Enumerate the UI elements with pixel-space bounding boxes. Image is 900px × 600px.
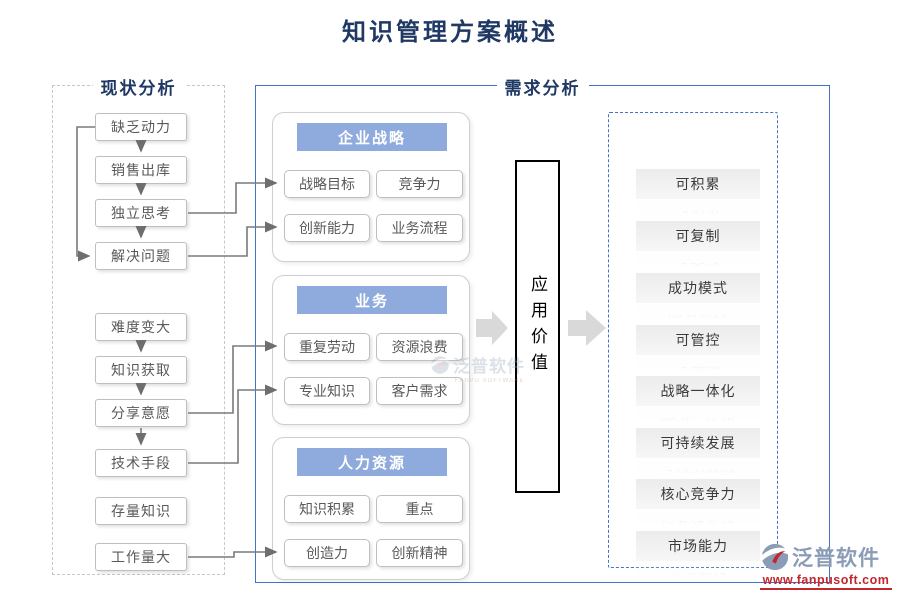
vendor-brand: 泛普软件 (792, 547, 880, 570)
node-knowledge-acquisition: 知识获取 (95, 356, 187, 384)
node-strategic-goals: 战略目标 (284, 170, 370, 198)
node-customer-demand: 客户需求 (376, 377, 463, 405)
node-resource-waste: 资源浪费 (376, 333, 463, 361)
application-value-box: 应用价值 (515, 160, 560, 493)
demand-analysis-panel: 需求分析 (255, 74, 830, 583)
node-professional-knowledge: 专业知识 (284, 377, 370, 405)
node-core-competitiveness: 核心竞争力 (636, 479, 760, 509)
vendor-logo: 泛普软件 www.fanpusoft.com (760, 542, 892, 590)
watermark-subtext: FANPU SOFTWARE (455, 378, 525, 384)
node-repetitive-labor: 重复劳动 (284, 333, 370, 361)
group-business-header: 业务 (297, 286, 447, 314)
application-value-label: 应用价值 (528, 274, 547, 379)
node-independent-thinking: 独立思考 (95, 199, 187, 227)
node-innovative-spirit: 创新精神 (376, 539, 463, 567)
group-enterprise-strategy: 企业战略 战略目标 竞争力 创新能力 业务流程 (272, 112, 470, 262)
page-title: 知识管理方案概述 (342, 20, 558, 46)
vendor-logo-icon (761, 543, 789, 571)
node-knowledge-accumulation: 知识积累 (284, 495, 370, 523)
watermark: 泛普软件 (430, 352, 525, 377)
node-accumulable: 可积累 (636, 169, 760, 199)
node-creativity: 创造力 (284, 539, 370, 567)
node-problem-solving: 解决问题 (95, 242, 187, 270)
outcomes-panel: 可积累 可复制 成功模式 可管控 战略一体化 可持续发展 核心竞争力 市场能力 (608, 112, 778, 568)
group-human-resources: 人力资源 知识积累 重点 创造力 创新精神 (272, 437, 470, 580)
demand-analysis-title: 需求分析 (496, 74, 589, 99)
node-willingness-to-share: 分享意愿 (95, 399, 187, 427)
watermark-logo-icon (431, 355, 449, 374)
node-lack-of-motivation: 缺乏动力 (95, 113, 187, 141)
node-replicable: 可复制 (636, 221, 760, 251)
vendor-url[interactable]: www.fanpusoft.com (760, 573, 892, 590)
node-increasing-difficulty: 难度变大 (95, 313, 187, 341)
group-human-resources-header: 人力资源 (297, 448, 447, 476)
group-business: 业务 重复劳动 资源浪费 专业知识 客户需求 (272, 275, 470, 425)
node-sales-outbound: 销售出库 (95, 156, 187, 184)
node-business-process: 业务流程 (376, 214, 463, 242)
node-controllable: 可管控 (636, 325, 760, 355)
node-sustainable-development: 可持续发展 (636, 428, 760, 458)
node-technical-means: 技术手段 (95, 449, 187, 477)
node-heavy-workload: 工作量大 (95, 543, 187, 571)
node-innovation-ability: 创新能力 (284, 214, 370, 242)
watermark-brand: 泛普软件 (453, 357, 525, 376)
node-stock-knowledge: 存量知识 (95, 497, 187, 525)
current-analysis-title: 现状分析 (92, 74, 185, 99)
node-success-model: 成功模式 (636, 273, 760, 303)
current-analysis-panel: 现状分析 (52, 74, 225, 575)
node-strategy-integration: 战略一体化 (636, 376, 760, 406)
group-enterprise-strategy-header: 企业战略 (297, 123, 447, 151)
node-market-capability: 市场能力 (636, 531, 760, 561)
node-key-points: 重点 (376, 495, 463, 523)
node-competitiveness: 竞争力 (376, 170, 463, 198)
